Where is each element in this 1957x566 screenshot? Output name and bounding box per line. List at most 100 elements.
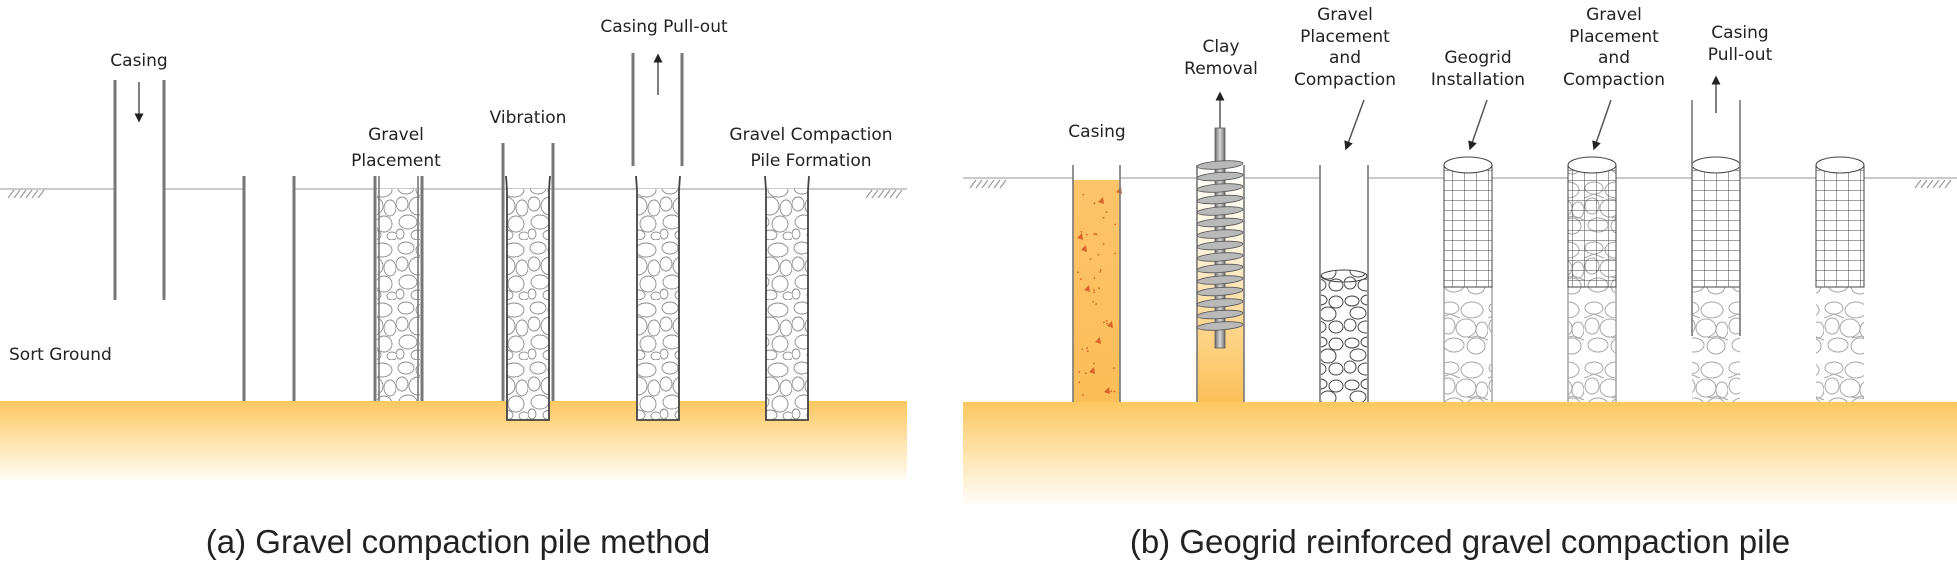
label-b-gravel-2-3: and <box>1598 48 1630 68</box>
clay-particle <box>1097 253 1100 256</box>
auger-flight <box>1196 275 1244 285</box>
gravel-fill <box>1321 276 1367 402</box>
auger-flight <box>1196 206 1244 216</box>
gravel-fill <box>1444 287 1492 402</box>
label-geogrid-2: Installation <box>1431 70 1525 90</box>
panel-b: Casing Clay Removal Gravel Placement and <box>963 5 1957 560</box>
ground-hatch-icon <box>865 189 903 199</box>
clay-particle <box>1113 367 1115 370</box>
clay-particle <box>1106 322 1109 325</box>
auger-flight <box>1196 160 1244 170</box>
ground-hatch-icon <box>7 189 45 199</box>
step-b-gravel-compaction: Gravel Placement and Compaction <box>1563 5 1665 402</box>
clay-particle <box>1080 278 1082 280</box>
auger-flight <box>1196 309 1244 320</box>
clay-particle <box>1114 252 1117 255</box>
clay-particle <box>1105 320 1108 322</box>
clay-particle <box>1102 216 1105 219</box>
auger-flight <box>1196 183 1244 193</box>
label-soft-ground: Sort Ground <box>9 345 112 365</box>
clay-particle <box>1092 300 1095 303</box>
down-arrow-icon <box>1344 99 1365 151</box>
clay-particle <box>1103 321 1105 324</box>
clay-particle <box>1093 362 1095 365</box>
step-b-clay-removal: Clay Removal <box>1184 37 1258 402</box>
label-vibration: Vibration <box>490 108 567 128</box>
clay-fill <box>1073 179 1120 402</box>
label-b-gravel-1-4: Compaction <box>1294 70 1396 90</box>
geogrid-icon <box>1815 156 1865 288</box>
clay-particle <box>1086 347 1088 349</box>
clay-particle <box>1082 193 1085 196</box>
geogrid-icon <box>1691 156 1741 288</box>
label-gravel-placement-2: Placement <box>351 151 441 171</box>
clay-particle <box>1102 243 1105 245</box>
label-b-gravel-2-4: Compaction <box>1563 70 1665 90</box>
clay-particle <box>1098 197 1104 204</box>
auger-flight <box>1196 286 1244 297</box>
step-b-casing-pullout: Casing Pull-out <box>1691 23 1773 402</box>
step-b-final-pile <box>1815 156 1865 402</box>
label-geogrid-1: Geogrid <box>1444 48 1511 68</box>
gravel-fill <box>637 189 679 420</box>
auger-flight <box>1196 321 1244 331</box>
clay-particle <box>1089 367 1095 374</box>
clay-particle <box>1089 258 1092 260</box>
label-pile-formation-2: Pile Formation <box>751 151 872 171</box>
step-b-gravel-placement: Gravel Placement and Compaction <box>1294 5 1396 402</box>
clay-particle <box>1107 321 1113 328</box>
clay-particle <box>1093 289 1095 291</box>
label-casing: Casing <box>110 51 167 71</box>
caption-a: (a) Gravel compaction pile method <box>206 523 710 560</box>
clay-particle <box>1105 211 1108 214</box>
clay-particle <box>1084 285 1090 292</box>
label-clay-removal-2: Removal <box>1184 59 1258 79</box>
step-vibration: Vibration <box>490 108 567 421</box>
clay-particle <box>1093 277 1096 279</box>
caption-b: (b) Geogrid reinforced gravel compaction… <box>1130 523 1790 560</box>
clay-particle <box>1080 231 1083 233</box>
label-b-gravel-1-1: Gravel <box>1317 5 1373 25</box>
clay-particle <box>1078 371 1081 373</box>
gravel-fill <box>766 189 808 420</box>
ground-hatch-icon <box>1914 179 1952 189</box>
clay-particle <box>1098 287 1100 290</box>
label-gravel-placement-1: Gravel <box>368 125 424 145</box>
clay-particle <box>1110 390 1113 393</box>
gravel-fill <box>1692 287 1740 402</box>
step-casing-pullout: Casing Pull-out <box>600 17 728 421</box>
label-clay-removal-1: Clay <box>1202 37 1239 57</box>
panel-a-sand-layer <box>0 401 907 481</box>
clay-particle <box>1093 291 1096 294</box>
geogrid-icon <box>1567 156 1617 288</box>
clay-particle <box>1085 233 1088 236</box>
auger-flight <box>1196 240 1244 251</box>
gravel-fill <box>377 189 420 401</box>
auger-flight <box>1196 263 1244 274</box>
step-casing-driven <box>242 176 296 401</box>
gravel-fill <box>1816 287 1864 402</box>
label-b-gravel-1-3: and <box>1329 48 1361 68</box>
label-b-casing: Casing <box>1068 122 1125 142</box>
label-pile-formation-1: Gravel Compaction <box>729 125 892 145</box>
ground-hatch-icon <box>969 179 1007 189</box>
clay-particle <box>1095 337 1101 344</box>
clay-particle <box>1099 269 1102 271</box>
clay-particle <box>1077 233 1083 240</box>
clay-particle <box>1081 348 1084 351</box>
auger-flight <box>1196 229 1244 239</box>
clay-particle <box>1093 202 1096 205</box>
clay-particle <box>1082 394 1084 396</box>
label-b-gravel-2-1: Gravel <box>1586 5 1642 25</box>
clay-particle <box>1081 245 1087 252</box>
gravel-fill <box>507 189 549 420</box>
auger-icon <box>1196 160 1244 331</box>
auger-flight <box>1196 298 1244 308</box>
clay-particle <box>1099 271 1102 273</box>
clay-particle <box>1095 303 1098 305</box>
clay-particle <box>1094 233 1097 236</box>
down-arrow-icon <box>1592 99 1612 151</box>
clay-particle <box>1104 387 1110 394</box>
auger-flight <box>1196 217 1244 228</box>
